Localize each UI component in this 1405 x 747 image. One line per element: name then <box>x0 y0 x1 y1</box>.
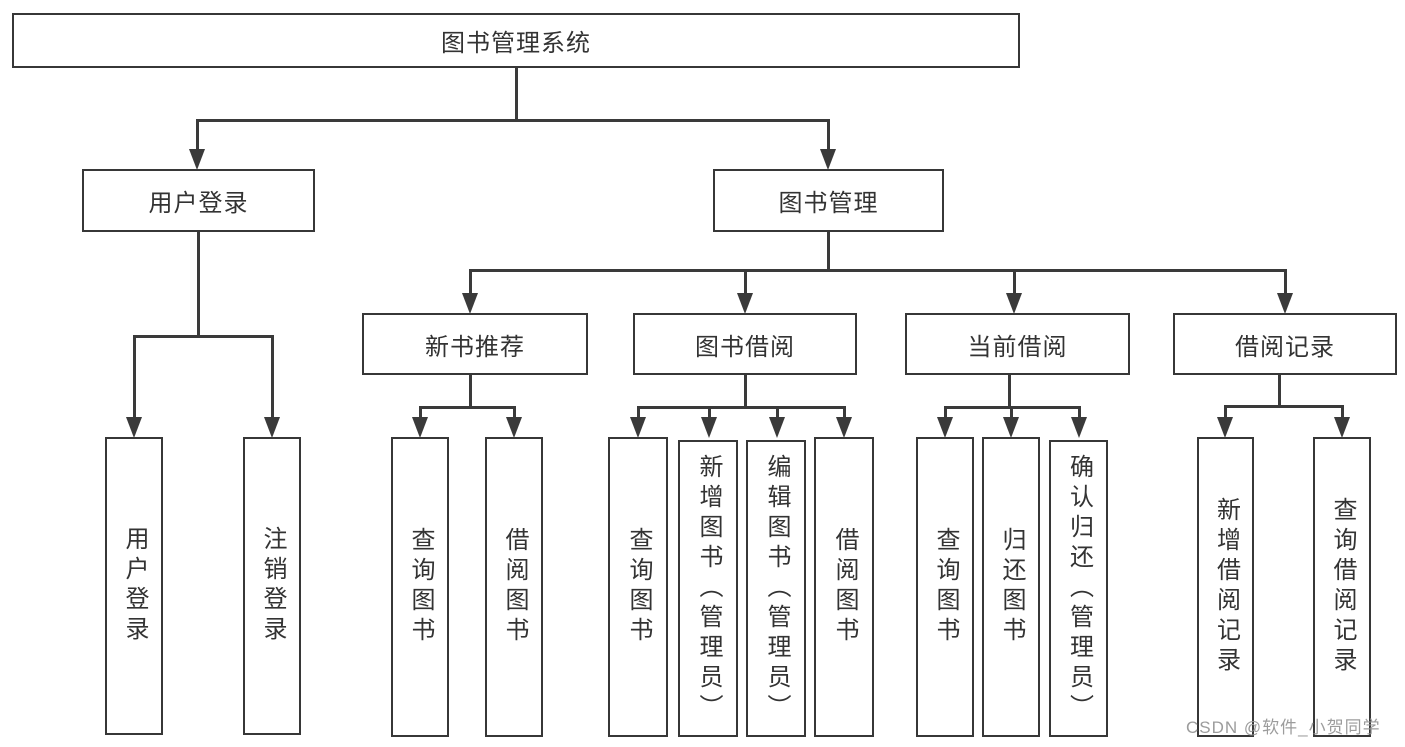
node-book-borrow: 图书借阅 <box>633 313 857 375</box>
arrow-down-icon <box>1003 417 1019 438</box>
arrow-down-icon <box>630 417 646 438</box>
connector-line <box>1224 405 1227 419</box>
leaf-add-book-admin-label: 新增图书（管理员） <box>695 453 722 724</box>
arrow-down-icon <box>1334 417 1350 438</box>
connector-line <box>744 269 747 295</box>
connector-line <box>827 232 830 271</box>
leaf-query-books-3: 查询图书 <box>916 437 974 737</box>
connector-line <box>637 406 640 419</box>
connector-line <box>1224 405 1344 408</box>
connector-line <box>513 406 516 419</box>
leaf-query-books-2-label: 查询图书 <box>625 527 652 647</box>
arrow-down-icon <box>264 417 280 438</box>
arrow-down-icon <box>836 417 852 438</box>
connector-line <box>469 269 472 295</box>
leaf-query-books-2: 查询图书 <box>608 437 668 737</box>
node-current-borrow-label: 当前借阅 <box>967 333 1068 361</box>
arrow-down-icon <box>769 417 785 438</box>
connector-line <box>515 68 518 121</box>
arrow-down-icon <box>937 417 953 438</box>
arrow-down-icon <box>1277 293 1293 314</box>
leaf-query-books-1-label: 查询图书 <box>407 527 434 647</box>
node-root-system: 图书管理系统 <box>12 13 1020 68</box>
connector-line <box>1078 406 1081 419</box>
leaf-add-borrow-record-label: 新增借阅记录 <box>1212 497 1240 677</box>
node-user-login: 用户登录 <box>82 169 315 232</box>
node-user-login-label: 用户登录 <box>148 190 249 217</box>
connector-line <box>776 406 779 419</box>
leaf-logout-label: 注销登录 <box>259 526 286 646</box>
leaf-edit-book-admin: 编辑图书（管理员） <box>746 440 806 737</box>
leaf-query-borrow-record-label: 查询借阅记录 <box>1329 497 1356 677</box>
node-root-system-label: 图书管理系统 <box>441 30 591 57</box>
connector-line <box>133 335 274 338</box>
connector-line <box>1008 375 1011 408</box>
leaf-logout: 注销登录 <box>243 437 301 735</box>
arrow-down-icon <box>820 149 836 170</box>
arrow-down-icon <box>1006 293 1022 314</box>
node-new-book-recommend-label: 新书推荐 <box>425 333 525 361</box>
connector-line <box>469 269 1286 272</box>
leaf-query-books-3-label: 查询图书 <box>932 527 959 647</box>
connector-line <box>843 406 846 419</box>
arrow-down-icon <box>701 417 717 438</box>
leaf-query-borrow-record: 查询借阅记录 <box>1313 437 1371 737</box>
arrow-down-icon <box>506 417 522 438</box>
leaf-borrow-books-2-label: 借阅图书 <box>831 527 858 647</box>
connector-line <box>1278 375 1281 407</box>
node-book-management-label: 图书管理 <box>778 190 879 217</box>
connector-line <box>196 119 830 122</box>
connector-line <box>827 119 830 151</box>
node-current-borrow: 当前借阅 <box>905 313 1130 375</box>
leaf-borrow-books-2: 借阅图书 <box>814 437 874 737</box>
connector-line <box>419 406 515 409</box>
leaf-confirm-return-admin-label: 确认归还（管理员） <box>1065 453 1093 724</box>
connector-line <box>744 375 747 408</box>
connector-line <box>271 335 274 419</box>
leaf-confirm-return-admin: 确认归还（管理员） <box>1049 440 1108 737</box>
node-book-management: 图书管理 <box>713 169 944 232</box>
leaf-borrow-books-1: 借阅图书 <box>485 437 543 737</box>
arrow-down-icon <box>126 417 142 438</box>
connector-line <box>419 406 422 419</box>
connector-line <box>133 335 136 419</box>
arrow-down-icon <box>189 149 205 170</box>
node-borrow-records-label: 借阅记录 <box>1235 333 1335 361</box>
connector-line <box>1341 405 1344 419</box>
connector-line <box>1284 269 1287 295</box>
csdn-watermark: CSDN @软件_小贺同学 <box>1186 718 1381 737</box>
connector-line <box>1010 406 1013 419</box>
connector-line <box>196 119 199 151</box>
arrow-down-icon <box>1071 417 1087 438</box>
connector-line <box>197 232 200 337</box>
arrow-down-icon <box>412 417 428 438</box>
arrow-down-icon <box>462 293 478 314</box>
leaf-return-books-label: 归还图书 <box>998 527 1025 647</box>
connector-line <box>637 406 846 409</box>
leaf-add-borrow-record: 新增借阅记录 <box>1197 437 1254 737</box>
leaf-user-login: 用户登录 <box>105 437 163 735</box>
leaf-return-books: 归还图书 <box>982 437 1040 737</box>
node-book-borrow-label: 图书借阅 <box>695 333 795 361</box>
leaf-query-books-1: 查询图书 <box>391 437 449 737</box>
node-borrow-records: 借阅记录 <box>1173 313 1397 375</box>
leaf-user-login-label: 用户登录 <box>121 526 148 646</box>
arrow-down-icon <box>1217 417 1233 438</box>
connector-line <box>944 406 947 419</box>
arrow-down-icon <box>737 293 753 314</box>
leaf-borrow-books-1-label: 借阅图书 <box>501 527 528 647</box>
connector-line <box>708 406 711 419</box>
connector-line <box>469 375 472 408</box>
node-new-book-recommend: 新书推荐 <box>362 313 588 375</box>
leaf-add-book-admin: 新增图书（管理员） <box>678 440 738 737</box>
leaf-edit-book-admin-label: 编辑图书（管理员） <box>763 453 790 724</box>
connector-line <box>1013 269 1016 295</box>
